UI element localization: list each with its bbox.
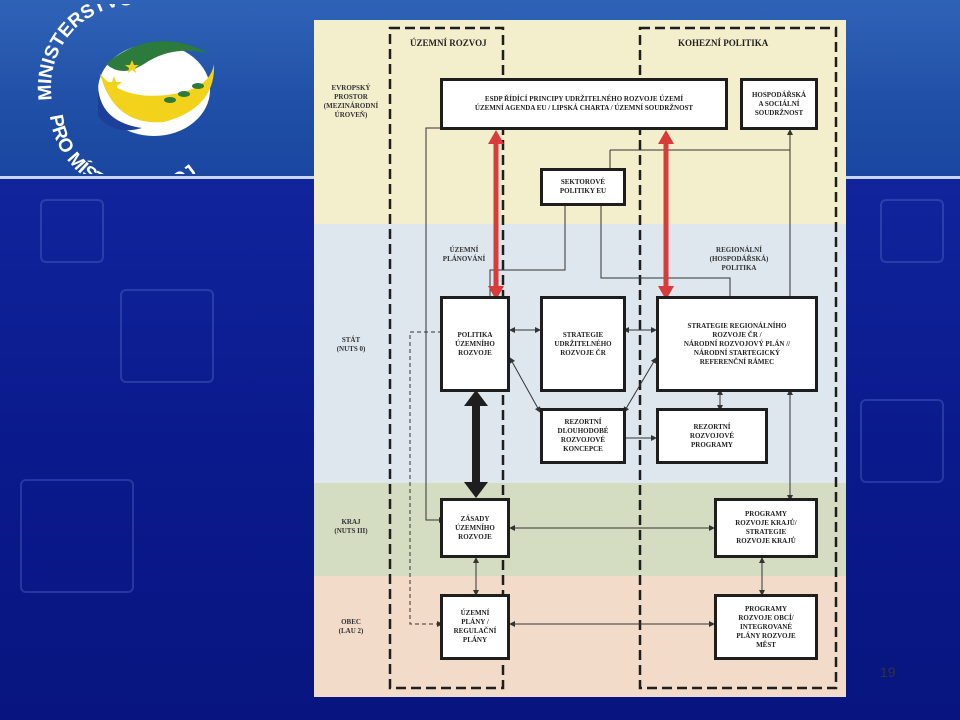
black-thick-arrow	[464, 390, 488, 498]
logo-blue-swoosh	[98, 86, 142, 131]
label-regionalni-politika: REGIONÁLNÍ(HOSPODÁŘSKÁ)POLITIKA	[709, 246, 769, 272]
connector-lines	[388, 26, 838, 690]
deco-square	[20, 479, 134, 593]
level-state: STÁT(NUTS 0)	[336, 336, 366, 353]
box-esdp: ESDP ŘÍDÍCÍ PRINCIPY UDRŽITELNÉHO ROZVOJ…	[440, 78, 728, 130]
level-municipality: OBEC(LAU 2)	[338, 618, 364, 635]
slide-number: 19	[880, 664, 896, 680]
red-arrows	[488, 130, 674, 300]
leaves-icon	[164, 83, 204, 103]
eu-stars-icon	[106, 60, 139, 109]
deco-square	[880, 199, 944, 263]
column-header-cohesion: KOHEZNÍ POLITIKA	[678, 38, 769, 48]
column-header-territorial: ÚZEMNÍ ROZVOJ	[410, 38, 487, 48]
level-region: KRAJ(NUTS III)	[334, 518, 368, 535]
deco-square	[40, 199, 104, 263]
deco-square	[120, 289, 214, 383]
deco-square	[860, 399, 944, 483]
ministry-logo: MINISTERSTVO PRO MÍSTNÍ ROZVOJ	[35, 4, 215, 174]
